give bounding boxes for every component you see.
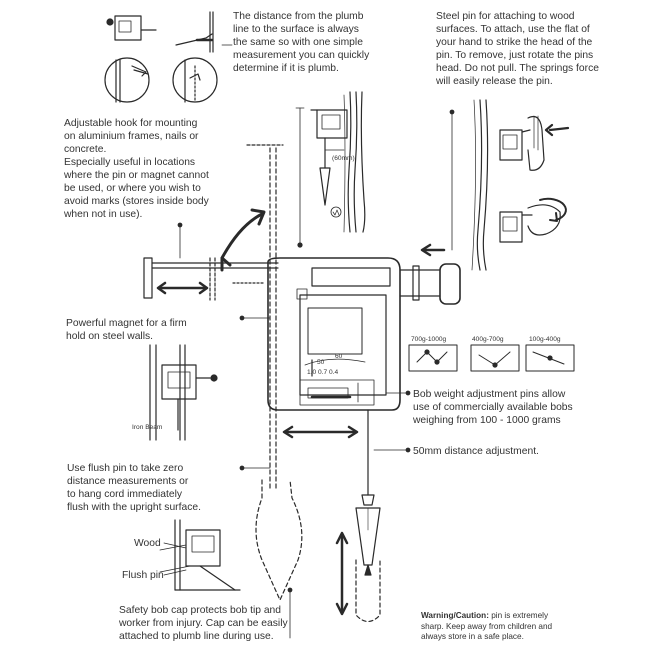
warning-line-3: always store in a safe place.: [421, 632, 524, 641]
leader-lines: [163, 44, 455, 639]
weight-700-1000: 700g-1000g: [411, 336, 447, 343]
steel-pin-line-3: your hand to strike the head of the: [436, 37, 593, 48]
magnet-line-2: hold on steel walls.: [66, 331, 154, 342]
hook-line-4: Especially useful in locations: [64, 157, 196, 168]
plumb-line-3: the same so with one simple: [233, 37, 363, 48]
weight-100-400: 100g-400g: [529, 336, 561, 343]
sixty-mm-label: (60mm): [332, 155, 355, 162]
safety-cap-description: Safety bob cap protects bob tip and work…: [119, 604, 288, 643]
warning-text-1: pin is extremely: [488, 611, 549, 620]
weight-adjustment-boxes: [408, 344, 575, 372]
bob-weight-line-3: weighing from 100 - 1000 grams: [413, 415, 561, 426]
magnet-description: Powerful magnet for a firm hold on steel…: [66, 317, 187, 343]
scale-60-label: 60: [335, 353, 343, 360]
weight-400-700: 400g-700g: [472, 336, 504, 343]
safety-line-3: attached to plumb line during use.: [119, 631, 274, 642]
bob-weight-line-1: Bob weight adjustment pins allow: [413, 389, 566, 400]
main-device-illustration: [143, 243, 461, 411]
plumb-bob-illustration: [255, 409, 381, 623]
plumb-distance-description: The distance from the plumb line to the …: [233, 10, 369, 75]
magnet-inset-illustration: [149, 344, 218, 441]
flush-line-1: Use flush pin to take zero: [67, 463, 184, 474]
flush-line-3: to hang cord immediately: [67, 489, 183, 500]
safety-line-2: worker from injury. Cap can be easily: [119, 618, 288, 629]
bob-weight-line-2: use of commercially available bobs: [413, 402, 573, 413]
warning-line-2: sharp. Keep away from children and: [421, 621, 553, 631]
plumb-line-2: line to the surface is always: [233, 24, 359, 35]
iron-beam-label: Iron Beam: [132, 424, 163, 431]
warning-label: Warning/Caution:: [421, 611, 489, 620]
steel-pin-line-4: pin. To remove, just rotate the pins: [436, 50, 594, 61]
steel-pin-line-6: will easily release the pin.: [436, 76, 553, 87]
hook-line-7: avoid marks (stores inside body: [64, 196, 209, 207]
plumb-inset-illustration: [104, 11, 218, 103]
hook-line-3: concrete.: [64, 144, 107, 155]
scale-row-label: 1.0 0.7 0.4: [307, 369, 339, 376]
hook-line-1: Adjustable hook for mounting: [64, 118, 198, 129]
plumb-line-5: determine if it is plumb.: [233, 63, 339, 74]
scale-50-label: 50: [317, 359, 325, 366]
hook-line-2: on aluminium frames, nails or: [64, 131, 199, 142]
safety-line-1: Safety bob cap protects bob tip and: [119, 605, 282, 616]
hook-line-5: where the pin or magnet cannot: [64, 170, 209, 181]
bob-weight-description: Bob weight adjustment pins allow use of …: [413, 388, 573, 427]
steel-pin-line-1: Steel pin for attaching to wood: [436, 11, 575, 22]
flush-line-4: flush with the upright surface.: [67, 502, 201, 513]
hook-description: Adjustable hook for mounting on aluminiu…: [64, 117, 209, 221]
plumb-line-4: measurement you can quickly: [233, 50, 370, 61]
wood-label: Wood: [134, 538, 161, 549]
flush-pin-label: Flush pin: [122, 570, 164, 581]
distance-adjustment-label: 50mm distance adjustment.: [413, 446, 539, 457]
warning-note: Warning/Caution: pin is extremely sharp.…: [421, 611, 552, 643]
steel-pin-line-5: head. Do not pull. The springs force: [436, 63, 599, 74]
flush-pin-description: Use flush pin to take zero distance meas…: [67, 462, 201, 514]
steel-pin-illustration: [471, 99, 570, 271]
plumb-line-1: The distance from the plumb: [233, 11, 364, 22]
hook-line-6: be used, or where you wish to: [64, 183, 201, 194]
steel-pin-description: Steel pin for attaching to wood surfaces…: [436, 10, 599, 88]
flush-line-2: distance measurements or: [67, 476, 189, 487]
flush-pin-inset-illustration: [159, 519, 241, 591]
distance-arrow: [282, 425, 359, 439]
magnet-line-1: Powerful magnet for a firm: [66, 318, 187, 329]
plumb-60mm-illustration: [295, 91, 366, 248]
hook-line-8: when not in use).: [64, 209, 143, 220]
hook-guide-lines: [220, 144, 284, 491]
warning-line-1: Warning/Caution: pin is extremely: [421, 611, 552, 622]
steel-pin-line-2: surfaces. To attach, use the flat of: [436, 24, 590, 35]
